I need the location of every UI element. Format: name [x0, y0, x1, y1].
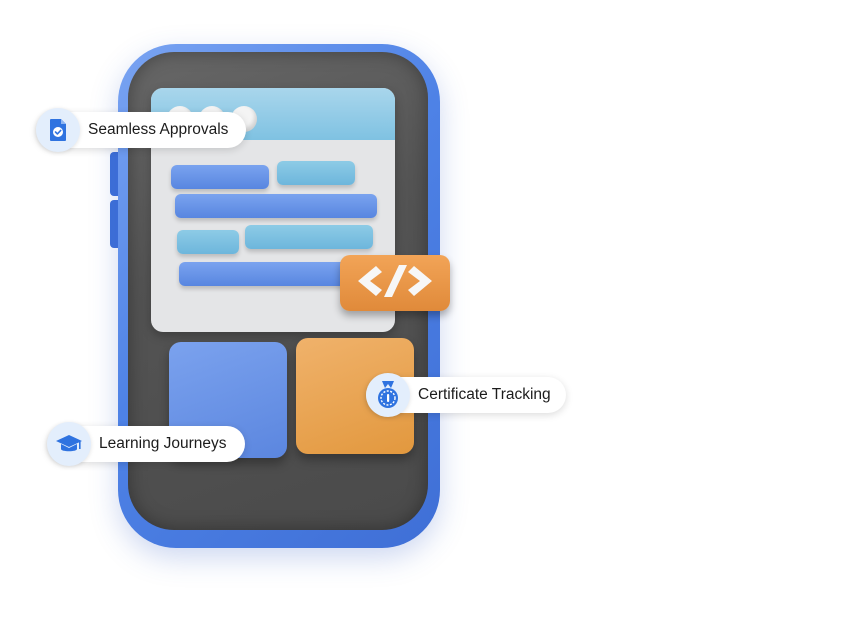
- feature-pill-label: Certificate Tracking: [418, 386, 551, 403]
- feature-pill-label: Learning Journeys: [99, 435, 227, 452]
- form-bar: [179, 262, 347, 286]
- feature-pill-seamless-approvals: Seamless Approvals: [36, 108, 246, 152]
- code-brackets-icon: [352, 260, 438, 307]
- feature-pill-certificate-tracking: Certificate Tracking: [366, 373, 566, 417]
- form-bar: [277, 161, 355, 185]
- certificate-medal-icon: [366, 373, 410, 417]
- form-bar: [245, 225, 373, 249]
- form-bar: [171, 165, 269, 189]
- approval-document-icon: [36, 108, 80, 152]
- graduation-cap-icon: [47, 422, 91, 466]
- code-badge: [340, 255, 450, 311]
- feature-pill-label: Seamless Approvals: [88, 121, 229, 138]
- form-bar: [175, 194, 377, 218]
- feature-pill-learning-journeys: Learning Journeys: [47, 422, 245, 466]
- form-bar: [177, 230, 239, 254]
